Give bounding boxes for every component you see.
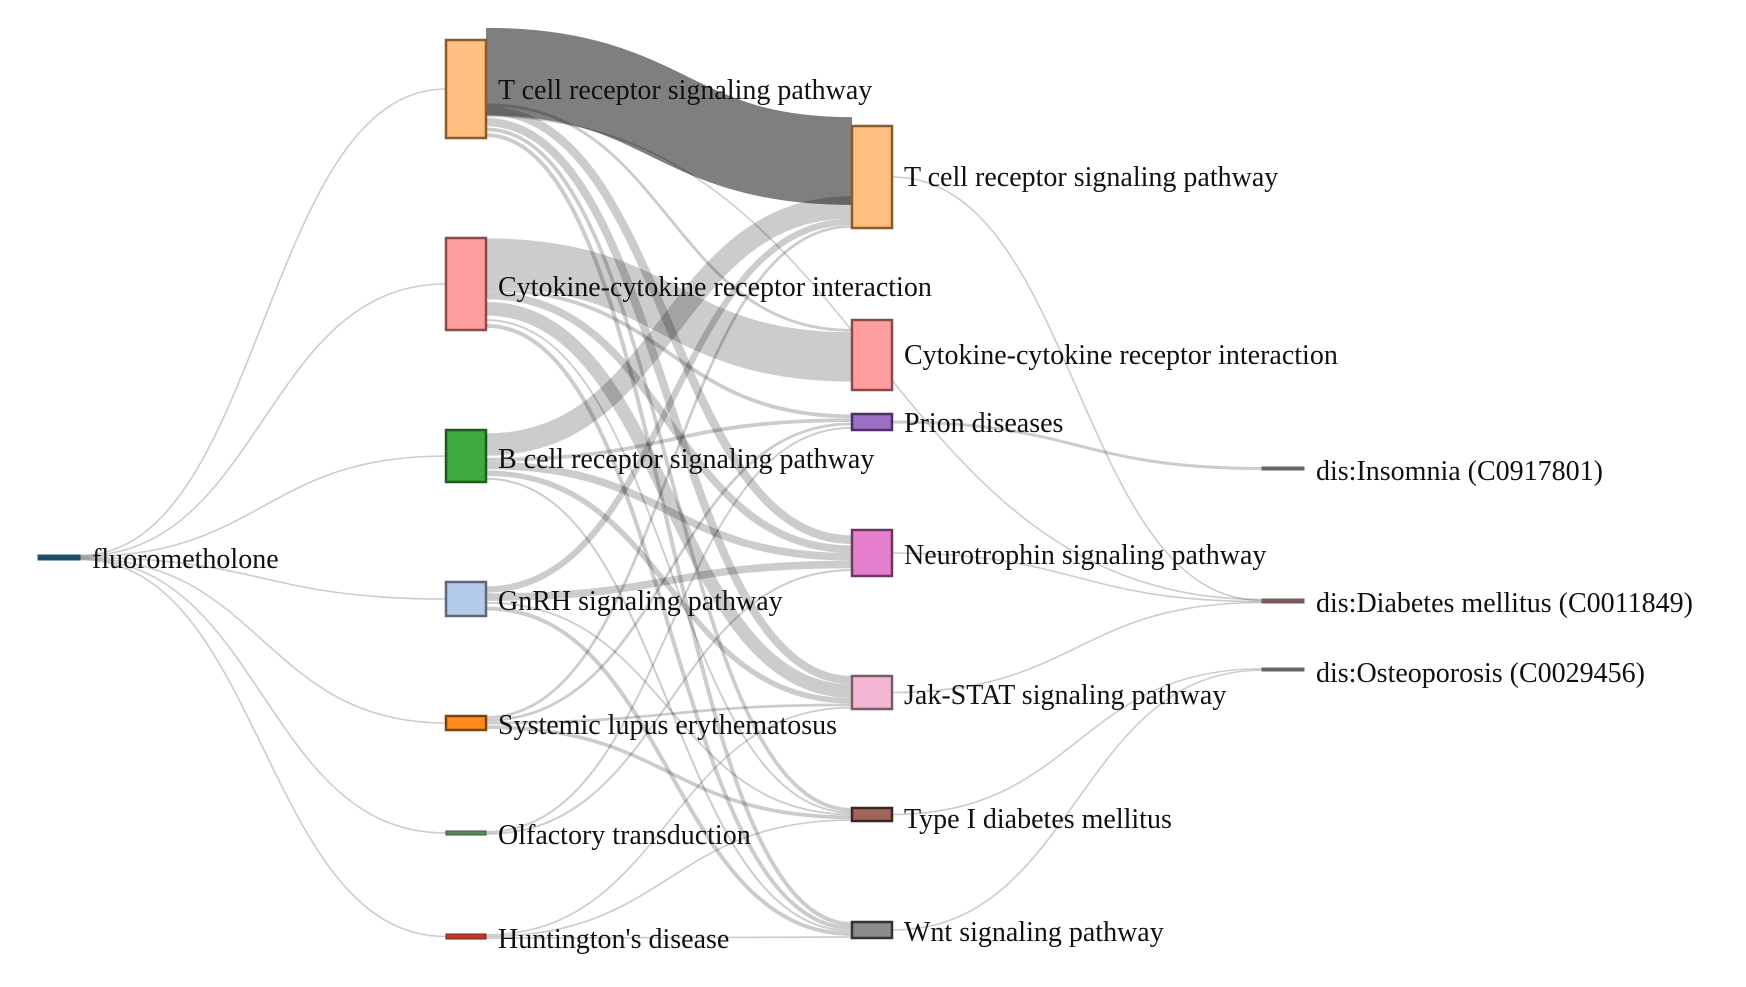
link-p1_sle-to-p2_jak[interactable] — [485, 703, 853, 725]
node-label-p1_sle: Systemic lupus erythematosus — [498, 710, 837, 741]
link-drug-to-p1_hunt[interactable] — [79, 558, 447, 938]
node-d_insomnia[interactable] — [1261, 466, 1305, 471]
link-p1_tcell-to-p2_wnt[interactable] — [485, 133, 853, 926]
link-p1_hunt-to-p2_wnt[interactable] — [485, 936, 853, 940]
node-p2_tcell[interactable] — [850, 124, 894, 230]
link-p1_tcell-to-p2_jak[interactable] — [485, 118, 853, 685]
node-p1_sle[interactable] — [444, 714, 488, 732]
node-d_osteo[interactable] — [1261, 667, 1305, 672]
node-label-d_osteo: dis:Osteoporosis (C0029456) — [1316, 658, 1645, 689]
link-p1_cyto-to-p2_neuro[interactable] — [485, 291, 853, 553]
node-p2_t1d[interactable] — [850, 806, 894, 823]
links-layer — [79, 27, 1263, 940]
link-drug-to-p1_olf[interactable] — [79, 558, 447, 834]
node-label-p2_cyto: Cytokine-cytokine receptor interaction — [904, 340, 1338, 371]
link-drug-to-p1_bcell[interactable] — [79, 455, 447, 558]
node-p1_gnrh[interactable] — [444, 580, 488, 618]
link-p1_bcell-to-p2_prion[interactable] — [485, 418, 853, 462]
node-label-d_insomnia: dis:Insomnia (C0917801) — [1316, 456, 1603, 487]
node-label-p1_olf: Olfactory transduction — [498, 820, 751, 851]
nodes-layer — [37, 38, 1305, 940]
link-drug-to-p1_tcell[interactable] — [79, 88, 447, 557]
link-p1_tcell-to-p2_neuro[interactable] — [485, 106, 853, 545]
node-label-p2_wnt: Wnt signaling pathway — [904, 917, 1164, 948]
link-p1_sle-to-p2_prion[interactable] — [485, 422, 853, 722]
link-p1_tcell-to-p2_t1d[interactable] — [485, 127, 853, 812]
node-p2_prion[interactable] — [850, 412, 894, 432]
link-p2_neuro-to-d_diabetes[interactable] — [891, 552, 1263, 603]
link-p1_cyto-to-p2_cyto[interactable] — [485, 238, 853, 382]
node-label-d_diabetes: dis:Diabetes mellitus (C0011849) — [1316, 588, 1693, 619]
node-p1_olf[interactable] — [445, 830, 487, 836]
node-label-p2_jak: Jak-STAT signaling pathway — [904, 680, 1226, 711]
labels-layer: fluorometholone T cell receptor signaling… — [92, 75, 1693, 955]
link-p1_cyto-to-p2_wnt[interactable] — [485, 323, 853, 930]
link-p2_t1d-to-d_osteo[interactable] — [891, 667, 1263, 816]
node-p1_tcell[interactable] — [444, 38, 488, 140]
node-label-p1_hunt: Huntington's disease — [498, 924, 729, 955]
node-label-p1_cyto: Cytokine-cytokine receptor interaction — [498, 272, 932, 303]
node-label-p2_tcell: T cell receptor signaling pathway — [904, 162, 1278, 193]
link-p1_tcell-to-p2_cyto[interactable] — [485, 103, 853, 332]
node-drug[interactable] — [37, 554, 81, 561]
node-label-p1_bcell: B cell receptor signaling pathway — [498, 444, 874, 475]
link-p1_gnrh-to-p2_tcell[interactable] — [485, 218, 853, 593]
node-p1_hunt[interactable] — [445, 933, 487, 940]
node-label-drug: fluorometholone — [92, 544, 279, 575]
link-p2_prion-to-d_insomnia[interactable] — [891, 420, 1263, 470]
node-p2_jak[interactable] — [850, 674, 894, 711]
link-p1_gnrh-to-p2_wnt[interactable] — [485, 606, 853, 936]
link-p2_tcell-to-d_diabetes[interactable] — [891, 176, 1263, 602]
link-drug-to-p1_gnrh[interactable] — [79, 556, 447, 600]
link-drug-to-p1_cyto[interactable] — [79, 283, 447, 557]
link-p1_gnrh-to-p2_neuro[interactable] — [485, 560, 853, 601]
node-p1_cyto[interactable] — [444, 236, 488, 332]
node-label-p1_tcell: T cell receptor signaling pathway — [498, 75, 872, 106]
link-p1_bcell-to-p2_wnt[interactable] — [485, 477, 853, 932]
node-label-p1_gnrh: GnRH signaling pathway — [498, 586, 783, 617]
link-p1_bcell-to-p2_tcell[interactable] — [485, 196, 853, 456]
node-p2_wnt[interactable] — [850, 920, 894, 940]
link-p2_wnt-to-d_osteo[interactable] — [891, 669, 1263, 931]
node-d_diabetes[interactable] — [1261, 598, 1305, 604]
link-p1_sle-to-p2_tcell[interactable] — [485, 225, 853, 719]
link-p1_cyto-to-p2_t1d[interactable] — [485, 319, 853, 814]
node-label-p2_prion: Prion diseases — [904, 408, 1063, 439]
link-p1_olf-to-p2_neuro[interactable] — [485, 569, 853, 835]
link-p2_jak-to-d_diabetes[interactable] — [891, 601, 1263, 694]
link-p1_cyto-to-p2_prion[interactable] — [485, 287, 853, 419]
link-p1_olf-to-p2_prion[interactable] — [485, 426, 853, 833]
node-label-p2_neuro: Neurotrophin signaling pathway — [904, 540, 1266, 571]
link-p1_gnrh-to-p2_t1d[interactable] — [485, 601, 853, 816]
link-p1_hunt-to-p2_t1d[interactable] — [485, 819, 853, 938]
node-p2_cyto[interactable] — [850, 318, 894, 392]
node-p1_bcell[interactable] — [444, 428, 488, 484]
link-p1_bcell-to-p2_neuro[interactable] — [485, 461, 853, 561]
link-p1_bcell-to-p2_jak[interactable] — [485, 470, 853, 704]
link-p1_sle-to-p2_t1d[interactable] — [485, 725, 853, 820]
node-label-p2_t1d: Type I diabetes mellitus — [904, 804, 1172, 835]
link-p1_hunt-to-p2_jak[interactable] — [485, 706, 853, 936]
link-drug-to-p1_sle[interactable] — [79, 557, 447, 724]
link-p1_cyto-to-p2_jak[interactable] — [485, 301, 853, 698]
node-p2_neuro[interactable] — [850, 528, 894, 578]
link-p1_tcell-to-p2_tcell[interactable] — [485, 27, 853, 205]
